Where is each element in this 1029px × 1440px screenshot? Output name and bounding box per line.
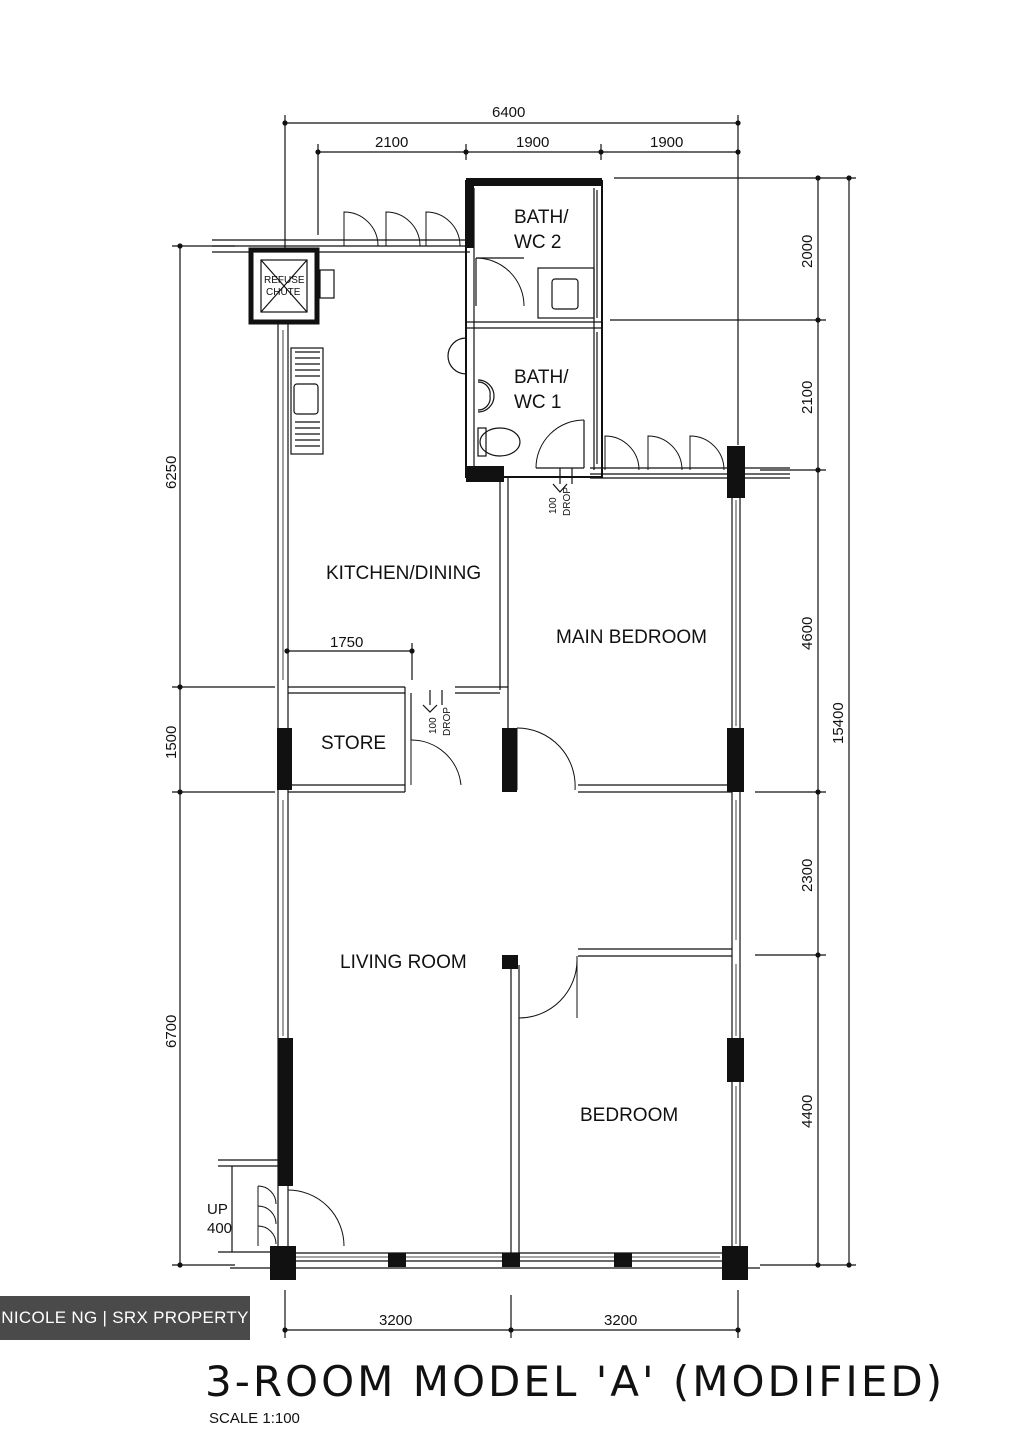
kitchen-dining-label: KITCHEN/DINING [326, 563, 481, 584]
top-dimension-lines [282, 115, 741, 445]
drop2-word: DROP [442, 707, 453, 736]
dim-right-a: 2000 [799, 235, 816, 268]
drop1-number: 100 [548, 497, 559, 514]
dim-right-b: 2100 [799, 381, 816, 414]
up-label-line2: 400 [207, 1220, 232, 1237]
bath-wc2-label-line2: WC 2 [514, 232, 562, 253]
dim-bottom-a: 3200 [379, 1312, 412, 1329]
dim-right-e: 4400 [799, 1095, 816, 1128]
refuse-chute-label-line2: CHUTE [266, 287, 301, 298]
dim-right-total: 15400 [830, 702, 847, 744]
plan-title: 3-ROOM MODEL 'A' (MODIFIED) [205, 1357, 945, 1406]
left-dimension-lines [172, 243, 275, 1268]
kitchen-sink [290, 347, 324, 455]
dim-right-c: 4600 [799, 617, 816, 650]
scale-label: SCALE 1:100 [209, 1410, 300, 1427]
bedroom-label: BEDROOM [580, 1105, 678, 1126]
up-label-line1: UP [207, 1201, 228, 1218]
corridor-railing-top [212, 239, 790, 479]
bath-fixtures [447, 190, 598, 469]
drop2-number: 100 [428, 717, 439, 734]
dim-left-b: 1500 [163, 726, 180, 759]
dim-kitchen-counter: 1750 [330, 634, 363, 651]
watermark-banner: NICOLE NG | SRX PROPERTY [0, 1296, 250, 1340]
dim-top-a: 2100 [375, 134, 408, 151]
refuse-chute-label-line1: REFUSE [264, 275, 305, 286]
store-label: STORE [321, 733, 386, 754]
dim-bottom-b: 3200 [604, 1312, 637, 1329]
dim-top-total: 6400 [492, 104, 525, 121]
main-bedroom-label: MAIN BEDROOM [556, 627, 707, 648]
doors [257, 211, 725, 1247]
living-room-label: LIVING ROOM [340, 952, 467, 973]
dim-right-d: 2300 [799, 859, 816, 892]
walls [230, 180, 760, 1269]
kitchen-counter-dimension [284, 643, 415, 680]
drop-arrows [422, 468, 573, 713]
bath-wc1-label-line2: WC 1 [514, 392, 562, 413]
step-area [218, 1159, 278, 1253]
bath-wc1-label-line1: BATH/ [514, 367, 569, 388]
bottom-dimension-lines [282, 1290, 741, 1338]
bath-wc2-label-line1: BATH/ [514, 207, 569, 228]
dim-top-c: 1900 [650, 134, 683, 151]
drop1-word: DROP [562, 487, 573, 516]
columns [270, 178, 748, 1280]
windows [282, 330, 737, 1258]
refuse-chute [248, 247, 335, 325]
right-dimension-lines [610, 175, 856, 1268]
dim-left-c: 6700 [163, 1015, 180, 1048]
dim-top-b: 1900 [516, 134, 549, 151]
dim-left-a: 6250 [163, 456, 180, 489]
